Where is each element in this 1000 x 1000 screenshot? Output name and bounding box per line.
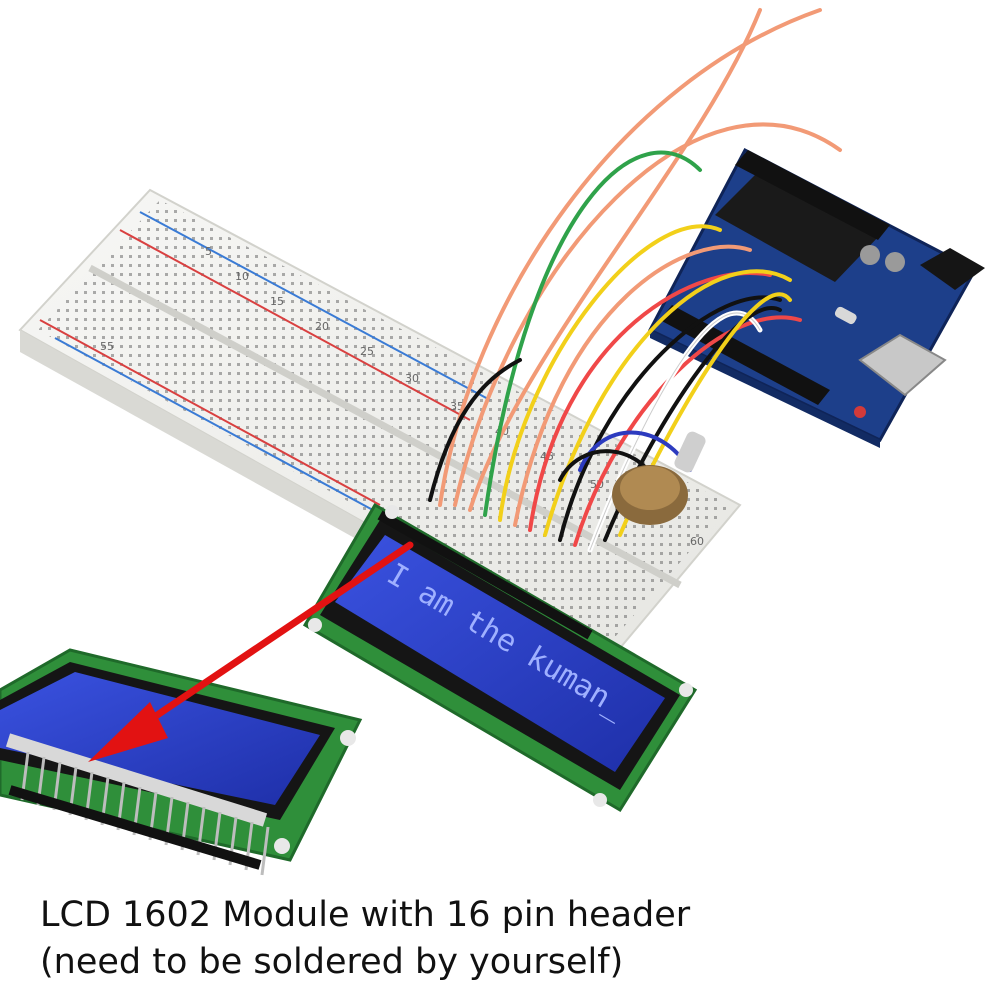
caption-line-2: (need to be soldered by yourself) xyxy=(40,942,624,982)
arduino-board xyxy=(647,147,985,448)
lcd-closeup-inset xyxy=(0,648,363,876)
row-number: 15 xyxy=(270,295,284,308)
row-number: 55 xyxy=(100,340,114,353)
row-number: 5 xyxy=(205,245,212,258)
jumper-wires xyxy=(428,8,842,553)
row-number: 20 xyxy=(315,320,329,333)
breadboard: 5 10 15 20 25 30 35 40 45 50 55 60 xyxy=(18,188,742,680)
row-number: 30 xyxy=(405,372,419,385)
pointer-arrow xyxy=(88,541,414,762)
caption-line-1: LCD 1602 Module with 16 pin header xyxy=(40,895,691,935)
potentiometer xyxy=(612,431,706,525)
row-number: 60 xyxy=(690,535,704,548)
row-number: 25 xyxy=(360,345,374,358)
row-number: 10 xyxy=(235,270,249,283)
